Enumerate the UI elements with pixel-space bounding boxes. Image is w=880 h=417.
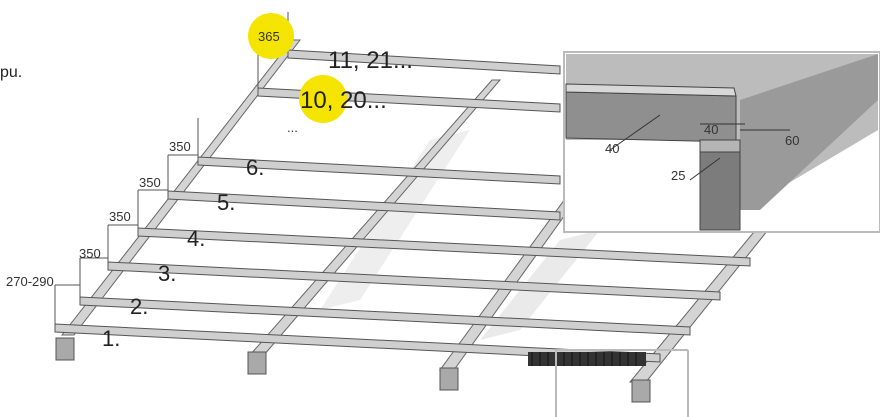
support-blocks: [55, 337, 651, 403]
support-block: [439, 367, 459, 391]
batten-6: [197, 156, 561, 185]
spacing-label-350: 350: [139, 175, 161, 190]
eaves-comb-teeth: [531, 352, 637, 366]
battens: [54, 49, 751, 363]
batten-2: [79, 296, 691, 336]
batten-3: [107, 261, 721, 301]
detail-inset: 40 40 60 25: [563, 51, 880, 233]
spacing-label-350: 350: [79, 246, 101, 261]
highlight-label-row10: 10, 20...: [300, 87, 387, 114]
top-left-text: pu.: [0, 64, 22, 81]
batten-number-6: 6.: [246, 155, 264, 180]
batten-number-2: 2.: [130, 294, 148, 319]
highlight-circle-row10: [299, 75, 347, 123]
support-block: [55, 337, 75, 361]
batten-number-5: 5.: [217, 190, 235, 215]
detail-dim-60: 60: [785, 133, 799, 148]
highlight-circle-365: [248, 13, 294, 59]
batten-5: [167, 190, 561, 221]
batten-number-1: 1.: [102, 326, 120, 351]
batten-1: [54, 323, 661, 363]
spacing-label-350: 350: [109, 209, 131, 224]
detail-dimension-lines: [609, 114, 790, 181]
detail-batten-top: [565, 83, 737, 97]
support-block: [247, 351, 267, 375]
highlight-label-row11: 11, 21...: [328, 47, 413, 74]
detail-dim-25: 25: [671, 168, 685, 183]
detail-counter-top: [699, 139, 741, 153]
batten-11: [287, 49, 561, 75]
batten-number-3: 3.: [158, 261, 176, 286]
spacing-label-350: 350: [169, 139, 191, 154]
detail-counter-batten: [699, 149, 741, 231]
spacing-label-first: 270-290: [6, 274, 54, 289]
counter-batten: [60, 39, 302, 336]
eaves-comb: [528, 352, 646, 366]
batten-4: [137, 227, 751, 267]
spacing-label-365: 365: [258, 29, 280, 44]
support-block: [631, 379, 651, 403]
batten-number-4: 4.: [187, 226, 205, 251]
detail-dim-40-top: 40: [704, 122, 718, 137]
detail-roof-side: [740, 54, 878, 210]
lower-detail-frame: [555, 349, 689, 417]
ellipsis: ...: [287, 120, 298, 135]
detail-dim-40-left: 40: [605, 141, 619, 156]
